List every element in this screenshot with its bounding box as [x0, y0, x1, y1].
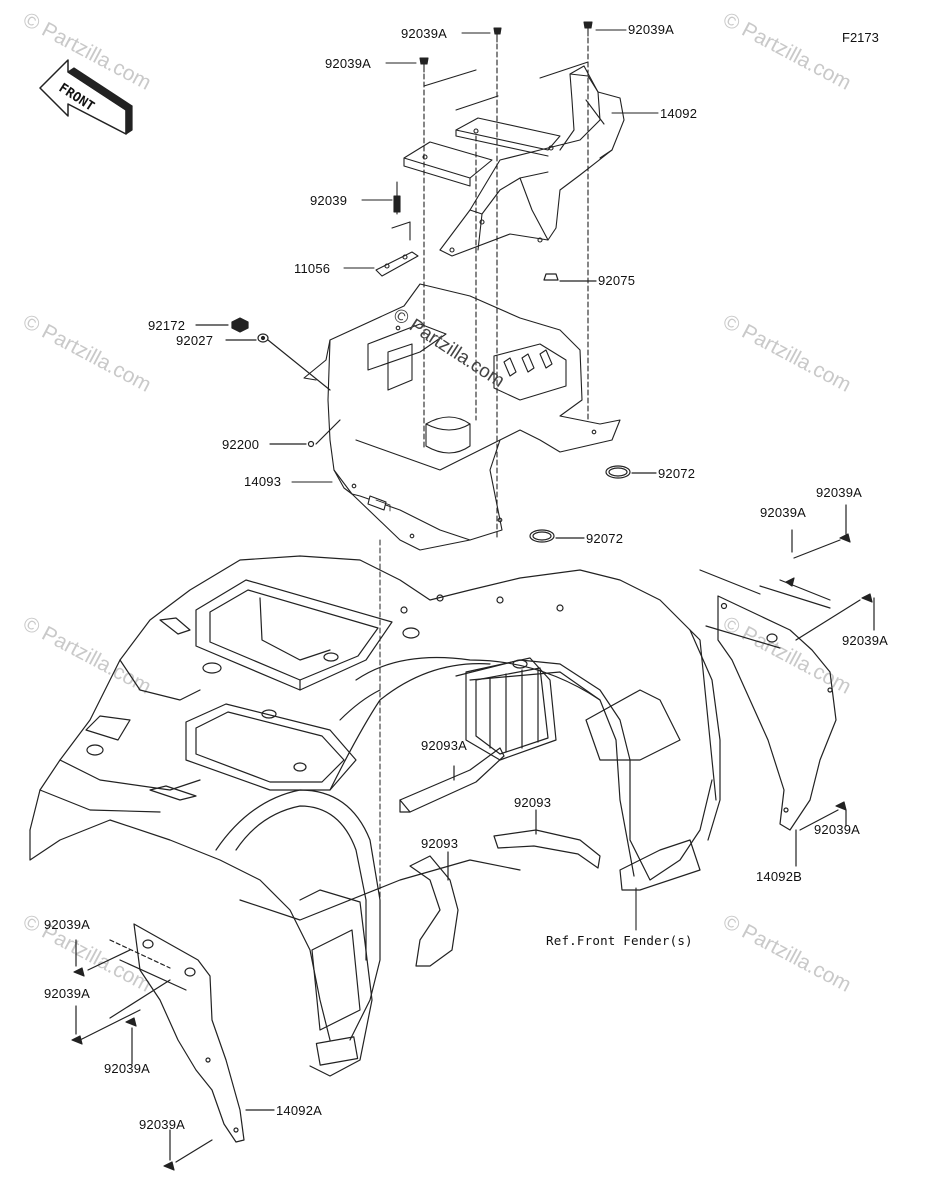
label-11056[interactable]: 11056 — [294, 261, 331, 276]
front-arrow-icon: FRONT — [39, 59, 133, 135]
label-92039a-left-1[interactable]: 92039A — [44, 917, 91, 932]
rear-fender-body — [29, 555, 721, 1077]
label-92039a-right-2[interactable]: 92039A — [760, 505, 807, 520]
mud-flap-14092b — [699, 504, 875, 867]
cover-14092 — [403, 65, 659, 257]
label-92093-left[interactable]: 92093 — [421, 836, 459, 851]
foam-92093 — [399, 747, 601, 967]
label-92075[interactable]: 92075 — [598, 273, 636, 288]
label-92039a-top[interactable]: 92039A — [401, 26, 448, 41]
fasteners-left — [195, 317, 341, 448]
label-92027[interactable]: 92027 — [176, 333, 214, 348]
label-92093-mid[interactable]: 92093 — [514, 795, 552, 810]
label-14092a[interactable]: 14092A — [276, 1103, 323, 1118]
label-92093a[interactable]: 92093A — [421, 738, 468, 753]
label-92039[interactable]: 92039 — [310, 193, 348, 208]
clamp-92072 — [529, 465, 657, 543]
label-92039a-left-3[interactable]: 92039A — [104, 1061, 151, 1076]
diagram-code: F2173 — [842, 30, 879, 45]
mud-flap-14092a — [71, 923, 275, 1171]
label-92039a-top-left[interactable]: 92039A — [325, 56, 372, 71]
label-14092[interactable]: 14092 — [660, 106, 698, 121]
label-92072-lower[interactable]: 92072 — [586, 531, 624, 546]
center-watermark: © Partzilla.com — [389, 305, 508, 392]
label-14093[interactable]: 14093 — [244, 474, 282, 489]
label-92039a-left-2[interactable]: 92039A — [44, 986, 91, 1001]
label-92039a-left-4[interactable]: 92039A — [139, 1117, 186, 1132]
label-92039a-right-1[interactable]: 92039A — [816, 485, 863, 500]
label-92200[interactable]: 92200 — [222, 437, 260, 452]
label-92039a-right-4[interactable]: 92039A — [814, 822, 861, 837]
clip-icons — [385, 21, 627, 541]
bolt-92039 — [343, 181, 419, 277]
label-92039a-top-right[interactable]: 92039A — [628, 22, 675, 37]
label-92072-upper[interactable]: 92072 — [658, 466, 696, 481]
tray-14093: © Partzilla.com — [291, 283, 621, 551]
label-92172[interactable]: 92172 — [148, 318, 186, 333]
label-92039a-right-3[interactable]: 92039A — [842, 633, 889, 648]
nut-92075 — [543, 273, 597, 282]
label-14092b[interactable]: 14092B — [756, 869, 803, 884]
label-ref-front-fender[interactable]: Ref.Front Fender(s) — [546, 933, 693, 948]
